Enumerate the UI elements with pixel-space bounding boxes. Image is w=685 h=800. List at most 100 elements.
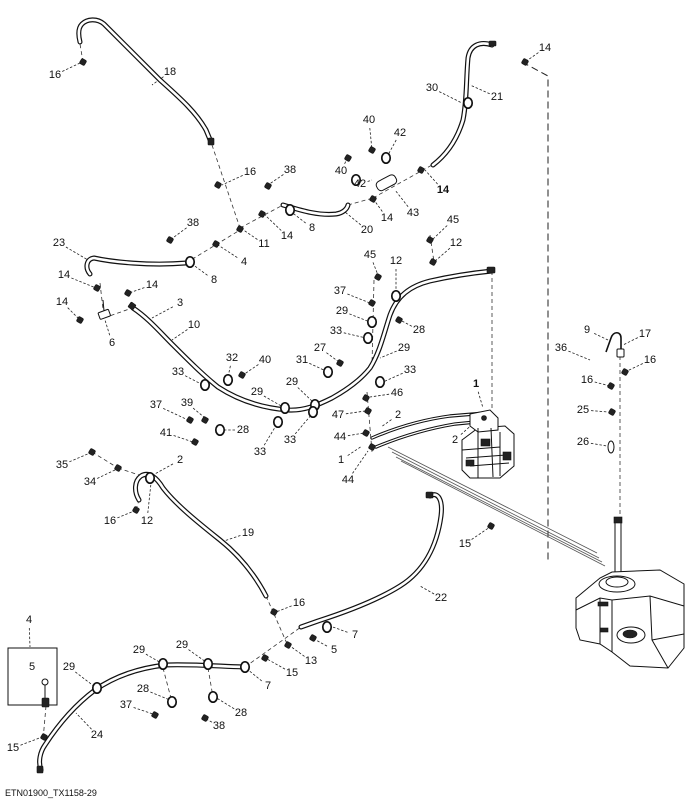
- nut: [369, 195, 377, 203]
- inline-fuel-filter: [375, 174, 398, 192]
- callout-label: 37: [120, 699, 132, 711]
- nut: [368, 299, 376, 307]
- explode-line: [429, 234, 435, 263]
- nut: [79, 58, 87, 66]
- nut: [608, 408, 616, 416]
- leader-line: [263, 423, 278, 446]
- hose-clamp: [202, 657, 214, 671]
- callout-label: 29: [336, 305, 348, 317]
- explode-line: [244, 626, 302, 668]
- leader-line: [266, 658, 286, 670]
- callout-label: 18: [164, 66, 176, 78]
- pump-port: [502, 451, 512, 461]
- detail-inset-box: [7, 647, 58, 708]
- callout-label: 3: [177, 297, 183, 309]
- hose-end-fitting: [207, 137, 215, 146]
- pump-detail-lines: [461, 427, 510, 478]
- callout-label: 4: [26, 614, 32, 626]
- callout-label: 22: [435, 592, 447, 604]
- explode-line: [366, 391, 373, 453]
- leader-line: [188, 649, 207, 663]
- callout-label: 42: [354, 178, 366, 190]
- leader-line: [477, 391, 484, 409]
- callout-label: 37: [150, 399, 162, 411]
- explode-line: [185, 229, 241, 264]
- leader-line: [242, 364, 259, 376]
- nut: [284, 641, 292, 649]
- nut: [166, 236, 174, 244]
- explode-line: [103, 307, 133, 319]
- leader-line: [20, 736, 43, 746]
- callout-label: 2: [395, 409, 401, 421]
- nut: [186, 416, 194, 424]
- callout-label: 12: [390, 255, 402, 267]
- leader-line: [380, 419, 392, 428]
- leader-line: [347, 432, 365, 437]
- leader-line: [214, 696, 235, 710]
- leader-line: [590, 442, 608, 447]
- leader-line: [347, 445, 363, 456]
- callout-label: 13: [305, 655, 317, 667]
- nut: [270, 608, 278, 616]
- callout-label: 41: [160, 427, 172, 439]
- leader-line: [329, 625, 348, 633]
- hose-21-core: [431, 42, 494, 167]
- leader-line: [169, 227, 187, 241]
- callout-label: 1: [338, 454, 344, 466]
- leader-line: [469, 84, 490, 95]
- hose-22-core: [299, 493, 443, 629]
- callout-label: 23: [53, 237, 65, 249]
- fuel-line-bundle: [387, 446, 606, 567]
- callout-label: 38: [284, 164, 296, 176]
- callout-label: 33: [404, 364, 416, 376]
- nut: [236, 225, 244, 233]
- nut: [261, 654, 269, 662]
- nut: [487, 522, 495, 530]
- callout-label: 14: [58, 269, 70, 281]
- callout-label: 12: [450, 237, 462, 249]
- nut: [40, 733, 48, 741]
- callout-label: 33: [330, 325, 342, 337]
- nut: [362, 394, 370, 402]
- leader-line: [69, 452, 91, 463]
- leader-line: [590, 410, 609, 413]
- callout-label: 14: [381, 212, 393, 224]
- callout-label: 20: [361, 224, 373, 236]
- hose-clamp: [321, 620, 333, 634]
- leader-line: [241, 228, 258, 240]
- callout-label: 44: [342, 474, 354, 486]
- hose-22: [301, 495, 441, 627]
- leader-line: [313, 638, 328, 647]
- callout-label: 15: [286, 667, 298, 679]
- small-parts: [40, 58, 629, 741]
- callout-label: 8: [211, 274, 217, 286]
- leader-line: [133, 707, 154, 715]
- nut: [88, 448, 96, 456]
- leader-line: [382, 372, 403, 383]
- callout-label: 5: [29, 661, 35, 673]
- callout-label: 4: [241, 256, 247, 268]
- nut: [132, 506, 140, 514]
- hose-clamp: [166, 695, 178, 709]
- nut: [114, 464, 122, 472]
- hose-24: [40, 665, 243, 770]
- pump-port: [465, 459, 475, 467]
- hose-10: [133, 271, 492, 410]
- hose-18: [79, 20, 211, 142]
- callout-label: 29: [286, 376, 298, 388]
- nut: [309, 634, 317, 642]
- callout-label: 19: [242, 527, 254, 539]
- leader-line: [67, 307, 80, 320]
- tee-fitting-body: [97, 308, 111, 320]
- leader-line: [399, 319, 413, 327]
- leader-line: [275, 605, 292, 613]
- callout-label: 14: [539, 42, 551, 54]
- inset-plug: [41, 697, 50, 708]
- fuel-line: [400, 460, 606, 567]
- nut: [264, 182, 272, 190]
- nut: [429, 258, 437, 266]
- tank-edges: [575, 595, 685, 669]
- callout-label: 16: [49, 69, 61, 81]
- callout-label: 29: [63, 661, 75, 673]
- hose-clamp: [222, 373, 234, 387]
